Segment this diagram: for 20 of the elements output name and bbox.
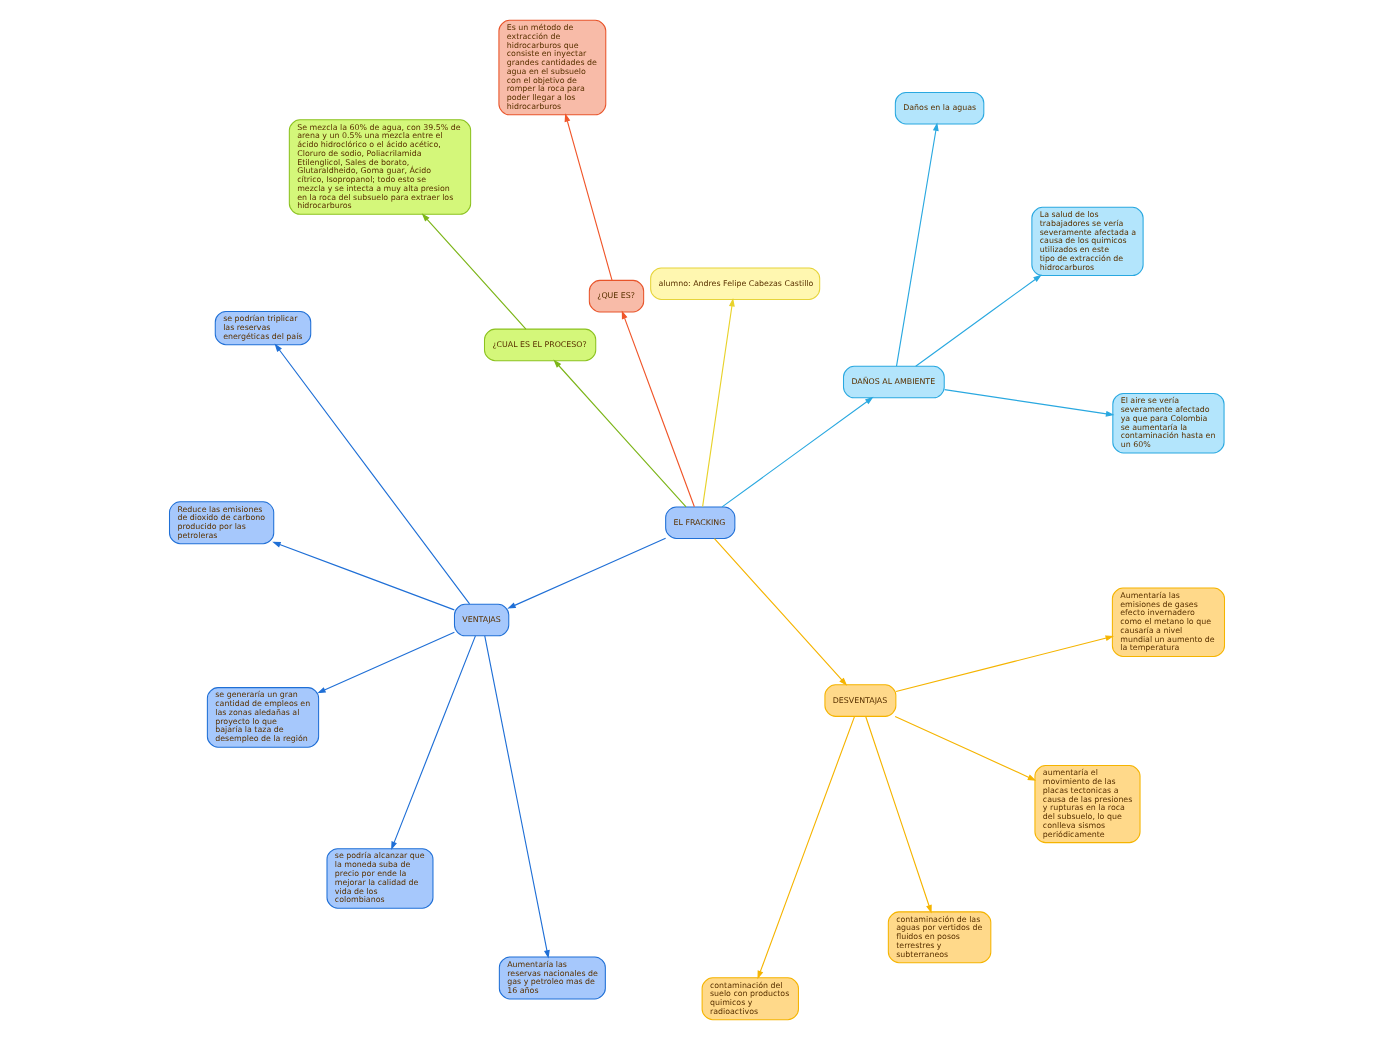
arrow xyxy=(506,537,666,609)
arrow xyxy=(894,122,938,367)
arrow xyxy=(316,631,454,694)
arrow xyxy=(712,537,847,686)
arrow xyxy=(914,274,1041,367)
arrow xyxy=(864,715,931,914)
arrow xyxy=(893,715,1036,781)
arrow xyxy=(942,389,1114,417)
arrow xyxy=(563,113,612,281)
arrow xyxy=(720,396,873,508)
arrow xyxy=(701,297,734,508)
arrow xyxy=(483,635,549,959)
arrow xyxy=(894,635,1113,693)
arrow xyxy=(620,310,694,508)
arrow xyxy=(420,213,526,330)
arrow xyxy=(552,359,686,508)
arrow xyxy=(273,343,470,605)
arrow xyxy=(390,635,475,851)
arrow xyxy=(271,541,454,611)
arrow xyxy=(756,716,855,980)
